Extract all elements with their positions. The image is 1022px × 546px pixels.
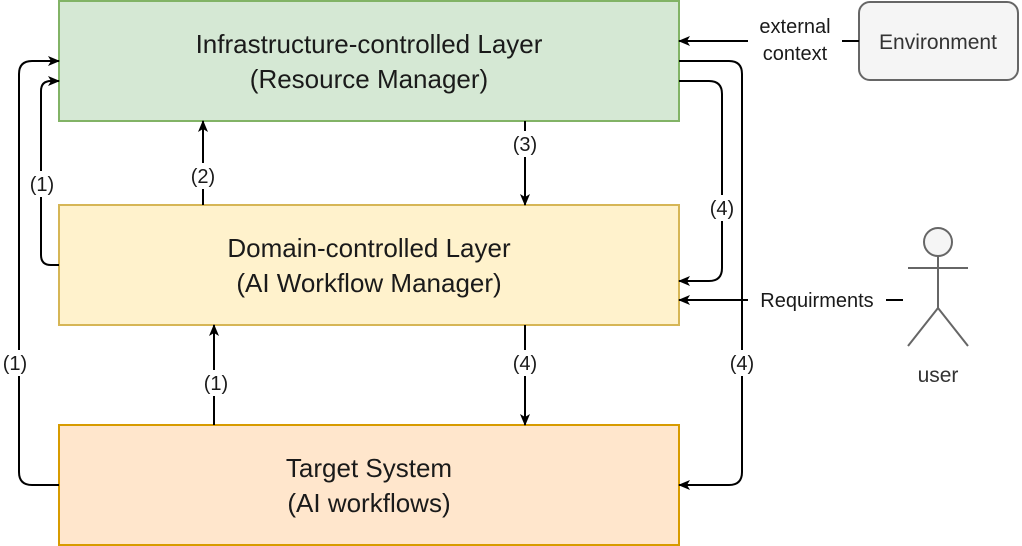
right-outer-label-bg bbox=[725, 350, 759, 376]
target-system-subtitle: (AI workflows) bbox=[287, 488, 450, 518]
target-to-domain-label: (1) bbox=[204, 373, 228, 395]
domain-layer-subtitle: (AI Workflow Manager) bbox=[236, 268, 501, 298]
arrow-infra-to-target-right bbox=[678, 60, 743, 490]
requirements-label-bg bbox=[748, 287, 886, 313]
domain-layer-box[interactable]: Domain-controlled Layer (AI Workflow Man… bbox=[58, 204, 680, 326]
requirements-label: Requirments bbox=[760, 290, 873, 312]
infra-to-domain-label-bg bbox=[508, 131, 542, 157]
environment-label: Environment bbox=[879, 31, 997, 54]
stick-figure-icon bbox=[907, 227, 969, 347]
external-context-label-bg bbox=[748, 12, 842, 66]
left-outer-label: (1) bbox=[3, 353, 27, 375]
infrastructure-layer-subtitle: (Resource Manager) bbox=[250, 64, 488, 94]
arrow-infra-to-domain-right bbox=[678, 80, 723, 286]
target-to-domain-label-bg bbox=[197, 370, 231, 396]
right-outer-label: (4) bbox=[730, 353, 754, 375]
right-inner-label-bg bbox=[705, 195, 739, 221]
domain-to-target-label: (4) bbox=[513, 353, 537, 375]
domain-to-target-label-bg bbox=[508, 350, 542, 376]
target-system-title: Target System bbox=[286, 453, 452, 483]
external-context-label: external bbox=[759, 16, 830, 38]
left-outer-label-bg bbox=[0, 350, 34, 376]
domain-layer-title: Domain-controlled Layer bbox=[227, 233, 511, 263]
infrastructure-layer-title: Infrastructure-controlled Layer bbox=[196, 29, 543, 59]
right-inner-label: (4) bbox=[710, 198, 734, 220]
left-inner-label: (1) bbox=[30, 174, 54, 196]
target-system-box[interactable]: Target System (AI workflows) bbox=[58, 424, 680, 546]
infrastructure-layer-box[interactable]: Infrastructure-controlled Layer (Resourc… bbox=[58, 0, 680, 122]
domain-to-infra-label-bg bbox=[186, 163, 220, 189]
environment-box[interactable]: Environment bbox=[858, 1, 1019, 81]
user-actor: user bbox=[907, 227, 969, 387]
external-context-label-2: context bbox=[763, 43, 828, 65]
domain-to-infra-label: (2) bbox=[191, 166, 215, 188]
infra-to-domain-label: (3) bbox=[513, 134, 537, 156]
left-inner-label-bg bbox=[25, 171, 59, 197]
arrow-target-to-infra-outer bbox=[18, 56, 60, 486]
user-label: user bbox=[918, 364, 959, 387]
